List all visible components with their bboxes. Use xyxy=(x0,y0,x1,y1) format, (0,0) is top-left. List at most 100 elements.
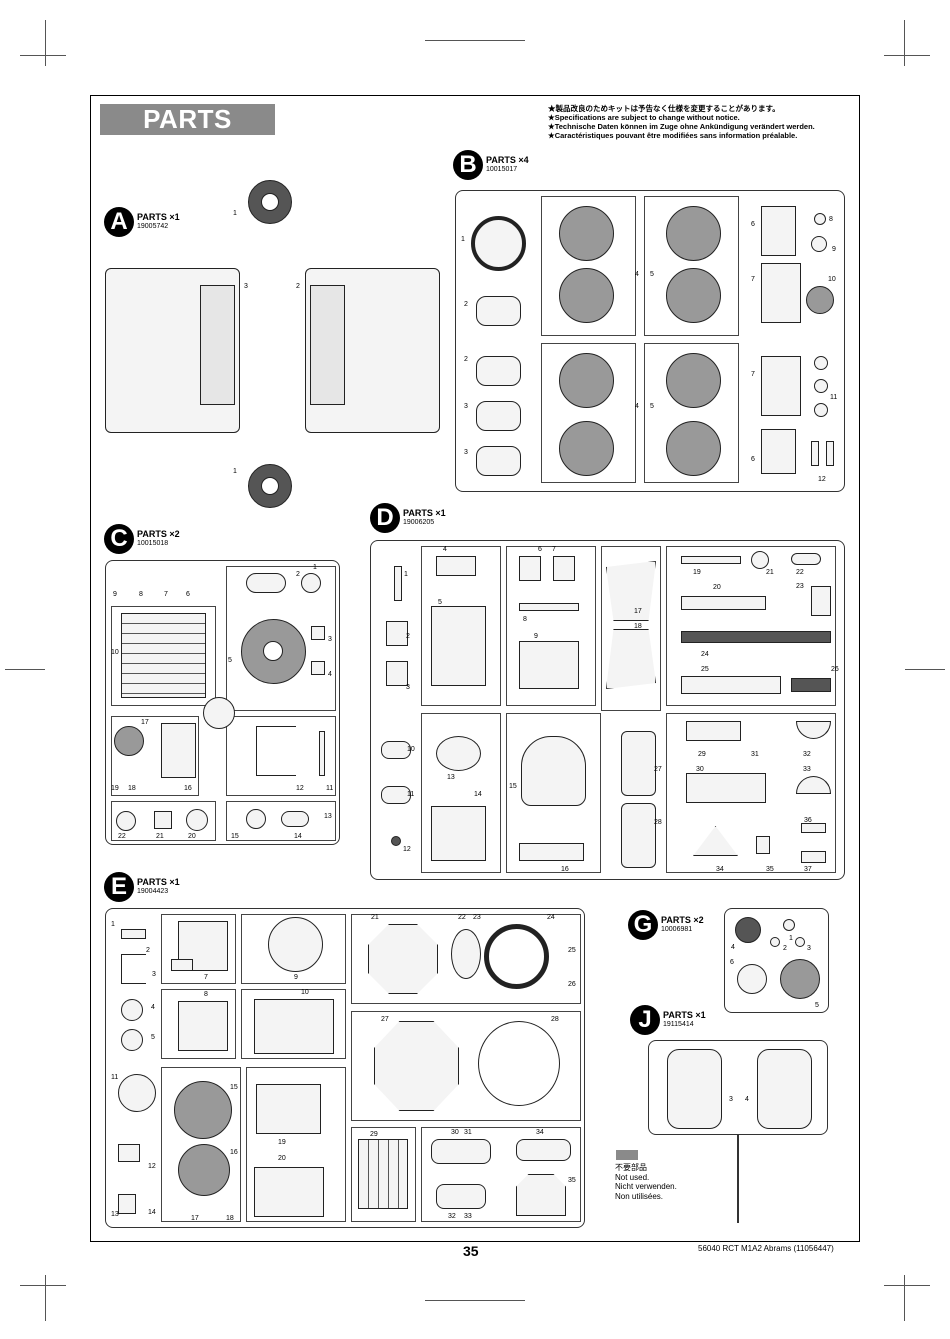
part-b-wheel xyxy=(666,268,721,323)
part-number: 34 xyxy=(716,866,724,873)
sprue-e-cell xyxy=(246,1067,346,1222)
section-label: PARTS ×2 xyxy=(137,529,180,539)
part-number: 1 xyxy=(111,921,115,928)
section-label: PARTS ×1 xyxy=(137,212,180,222)
part-number: 13 xyxy=(111,1211,119,1218)
part-number: 7 xyxy=(552,546,556,553)
part-b-plate xyxy=(761,429,796,474)
part-number: 18 xyxy=(634,623,642,630)
section-letter: D xyxy=(370,503,400,533)
part-number: 3 xyxy=(152,971,156,978)
part-number: 4 xyxy=(635,271,639,278)
part-number: 24 xyxy=(547,914,555,921)
part-number: 13 xyxy=(324,813,332,820)
notice-line-ja: ★製品改良のためキットは予告なく仕様を変更することがあります。 xyxy=(548,104,780,113)
part-number: 37 xyxy=(804,866,812,873)
part-e32 xyxy=(436,1184,486,1209)
part-number: 17 xyxy=(634,608,642,615)
part-number: 5 xyxy=(815,1002,819,1009)
part-d37 xyxy=(801,851,826,863)
part-number: 16 xyxy=(561,866,569,873)
sprue-e-cell xyxy=(161,989,236,1059)
part-b-bracket xyxy=(476,446,521,476)
sprue-e-cell xyxy=(161,1067,241,1222)
part-number: 19 xyxy=(278,1139,286,1146)
part-number: 14 xyxy=(148,1209,156,1216)
part-number: 6 xyxy=(730,959,734,966)
part-j3 xyxy=(667,1049,722,1129)
section-code: 19115414 xyxy=(663,1021,694,1028)
part-b-wheel xyxy=(559,268,614,323)
part-number: 17 xyxy=(141,719,149,726)
section-letter: J xyxy=(630,1005,660,1035)
part-e23 xyxy=(484,924,549,989)
sprue-c-cell xyxy=(111,606,216,706)
part-number: 9 xyxy=(534,633,538,640)
crop-mark xyxy=(20,55,66,56)
part-number: 30 xyxy=(696,766,704,773)
part-number: 29 xyxy=(370,1131,378,1138)
part-d18 xyxy=(606,629,656,689)
part-b12 xyxy=(826,441,834,466)
part-c12 xyxy=(256,726,296,776)
crop-mark xyxy=(884,55,930,56)
part-number: 1 xyxy=(233,210,237,217)
sprue-j-runner xyxy=(737,1135,739,1223)
notice-line-en: ★Specifications are subject to change wi… xyxy=(548,113,740,122)
part-g1 xyxy=(783,919,795,931)
part-d24 xyxy=(681,631,831,643)
part-number: 5 xyxy=(650,403,654,410)
part-number: 16 xyxy=(230,1149,238,1156)
part-e21 xyxy=(368,924,438,994)
part-number: 15 xyxy=(230,1084,238,1091)
section-letter: B xyxy=(453,150,483,180)
part-b-wheel xyxy=(666,353,721,408)
part-number: 26 xyxy=(568,981,576,988)
part-number: 1 xyxy=(789,935,793,942)
part-number: 10 xyxy=(828,276,836,283)
part-g2 xyxy=(770,937,780,947)
part-e11 xyxy=(118,1074,156,1112)
part-d30 xyxy=(686,773,766,803)
part-number: 11 xyxy=(326,785,334,792)
sprue-c-cell xyxy=(111,801,216,841)
section-code: 19004423 xyxy=(137,888,169,895)
part-d22 xyxy=(791,553,821,565)
part-number: 12 xyxy=(818,476,826,483)
part-number: 3 xyxy=(406,684,410,691)
part-number: 15 xyxy=(231,833,239,840)
part-d7 xyxy=(553,556,575,581)
sprue-d-cell xyxy=(506,546,596,706)
part-number: 12 xyxy=(296,785,304,792)
section-code: 10006981 xyxy=(661,926,693,933)
part-number: 8 xyxy=(139,591,143,598)
part-number: 27 xyxy=(654,766,662,773)
part-e34 xyxy=(516,1139,571,1161)
part-b-wheel xyxy=(559,421,614,476)
sprue-b-cell xyxy=(644,343,739,483)
part-e3 xyxy=(121,954,146,984)
part-d25 xyxy=(681,676,781,694)
part-number: 8 xyxy=(523,616,527,623)
part-e16 xyxy=(178,1144,230,1196)
part-number: 22 xyxy=(118,833,126,840)
part-g3 xyxy=(795,937,805,947)
part-number: 2 xyxy=(406,633,410,640)
part-c-lever xyxy=(246,573,286,593)
sprue-g: 4 2 1 3 6 5 xyxy=(724,908,829,1013)
part-d9 xyxy=(519,641,579,689)
part-d13 xyxy=(436,736,481,771)
part-d21 xyxy=(751,551,769,569)
sprue-e-cell xyxy=(161,914,236,984)
part-e4 xyxy=(121,999,143,1021)
crop-mark xyxy=(20,1285,66,1286)
part-e19 xyxy=(256,1084,321,1134)
part-number: 33 xyxy=(803,766,811,773)
sprue-d: 1 2 3 4 5 6 7 8 9 17 18 19 21 22 20 23 2… xyxy=(370,540,845,880)
sprue-e-cell xyxy=(351,1127,416,1222)
part-number: 2 xyxy=(296,283,300,290)
part-number: 4 xyxy=(443,546,447,553)
sprue-e-cell xyxy=(421,1127,581,1222)
part-number: 9 xyxy=(832,246,836,253)
part-e27 xyxy=(374,1021,459,1111)
